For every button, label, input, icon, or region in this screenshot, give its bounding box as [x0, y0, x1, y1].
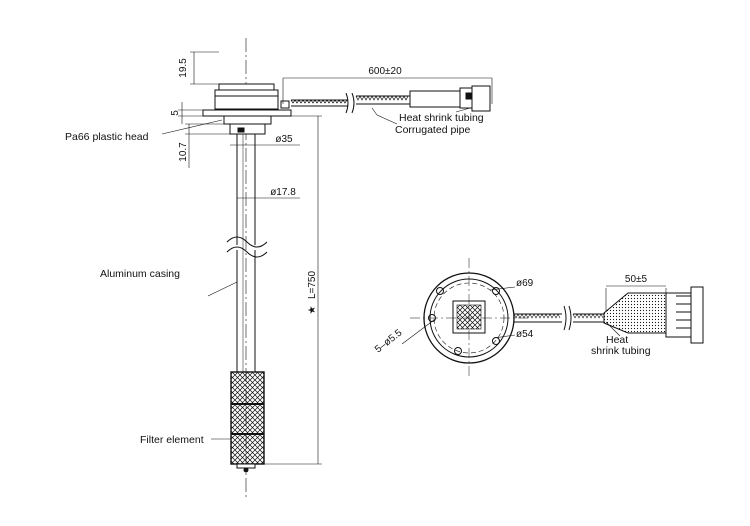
dim-bolt-circle: ø54: [516, 329, 534, 340]
label-corrugated-pipe: Corrugated pipe: [395, 124, 470, 136]
label-top-heat-line2: shrink tubing: [591, 345, 651, 357]
side-view: [161, 38, 493, 500]
bolt-circle: [433, 282, 505, 354]
wire-fan: [603, 292, 667, 334]
label-aluminum-casing: Aluminum casing: [100, 268, 180, 280]
side-leaders: [161, 107, 471, 440]
corrugated-pipe: [290, 85, 491, 114]
outer-flange: [423, 272, 515, 364]
plastic-head: [202, 83, 292, 135]
connector-body: [665, 292, 693, 338]
inner-flange: [429, 278, 509, 358]
filter-element: [230, 371, 265, 473]
dim-length: L=750: [307, 271, 318, 300]
label-top-heat-line1: Heat: [606, 334, 628, 346]
center-block: [452, 300, 486, 334]
label-plastic-head: Pa66 plastic head: [65, 131, 149, 143]
aluminum-tube: [226, 134, 268, 372]
dim-connector-length: 50±5: [625, 274, 648, 285]
side-dimension-lines: [178, 51, 493, 465]
star-symbol: ★: [307, 305, 318, 314]
dim-cable-length: 600±20: [368, 66, 402, 77]
label-heat-shrink: Heat shrink tubing: [399, 112, 484, 124]
dim-tube-diameter: ø17.8: [270, 187, 296, 198]
dim-holes: 5–ø5.5: [373, 327, 405, 355]
dim-neck-diameter: ø35: [275, 134, 293, 145]
dim-head-height: 19.5: [178, 58, 189, 78]
dim-outer-diameter: ø69: [516, 278, 534, 289]
top-view: [401, 258, 704, 378]
dim-neck: 10.7: [178, 142, 189, 162]
label-filter-element: Filter element: [140, 434, 204, 446]
dim-flange: 5: [170, 110, 181, 116]
